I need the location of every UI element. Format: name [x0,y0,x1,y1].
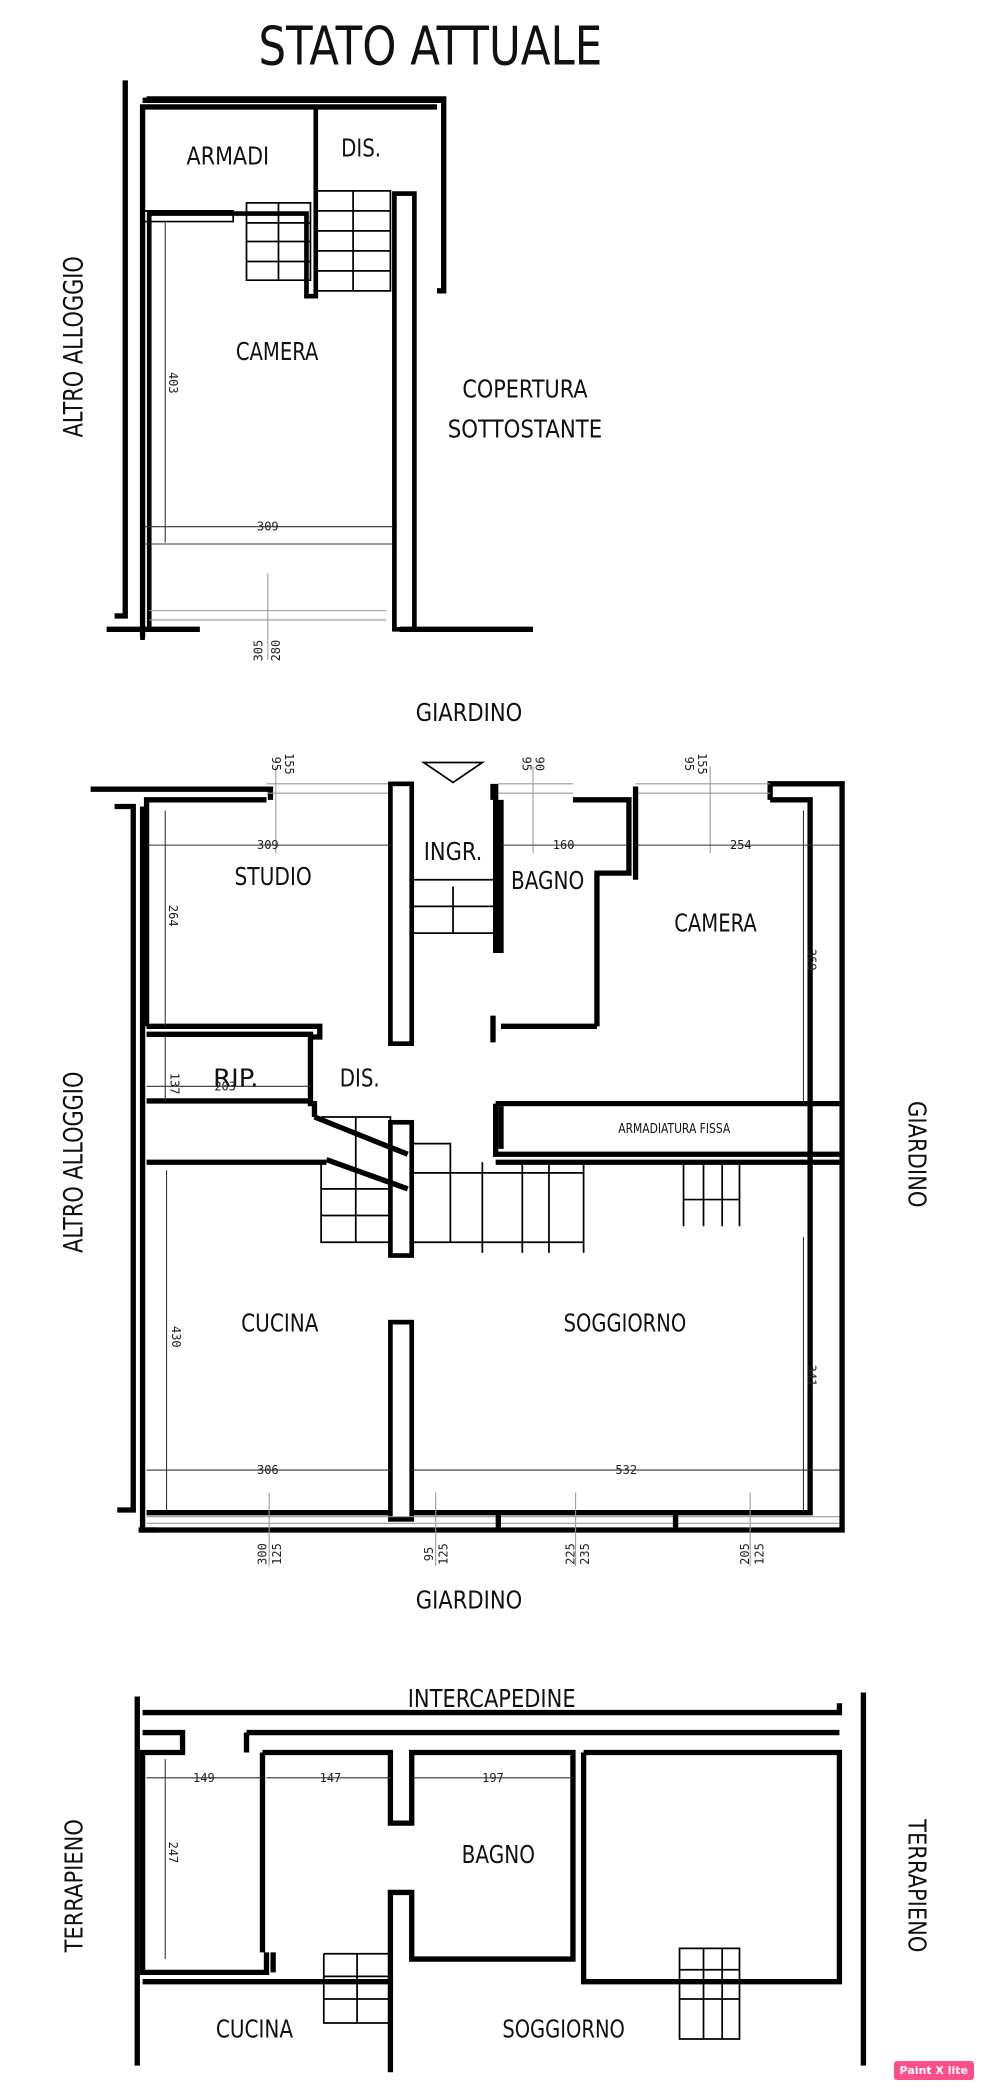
dim-upper-window-2: 280 [269,640,283,662]
dim-window-top: 95 [519,757,533,771]
room-camera-upper: CAMERA [236,337,319,366]
room-dis-upper: DIS. [341,133,381,162]
dim-rip-height: 137 [168,1073,182,1095]
label-altro-alloggio-ground: ALTRO ALLOGGIO [59,1072,90,1253]
dim-basement-h1: 247 [166,1842,180,1864]
watermark-badge: Paint X lite [893,2061,974,2080]
label-terrapieno-left: TERRAPIENO [60,1819,89,1953]
room-bagno-ground: BAGNO [511,866,584,895]
room-studio: STUDIO [235,862,312,891]
dim-studio-height: 264 [166,905,180,927]
dim-cucina-width: 306 [257,1463,279,1477]
dim-cucina-height: 430 [169,1326,183,1348]
room-cucina-ground: CUCINA [241,1308,319,1337]
dim-window-top: 155 [695,753,709,775]
dim-rip-width: 203 [214,1079,236,1093]
dim-window-bottom: 125 [437,1543,451,1565]
upper-floor-plan [106,80,533,660]
room-bagno-basement: BAGNO [462,1840,535,1869]
label-giardino-top: GIARDINO [416,698,523,727]
dim-soggiorno-width: 532 [615,1463,637,1477]
dim-camera-width: 254 [730,838,752,852]
room-ripostiglio: RIP. [213,1063,258,1092]
dim-window-bottom: 125 [270,1543,284,1565]
dim-soggiorno-height: 341 [804,1365,818,1387]
dim-window-bottom: 225 [563,1543,577,1565]
room-soggiorno-basement: SOGGIORNO [502,2015,625,2044]
dim-window-bottom: 300 [255,1543,269,1565]
label-copertura: COPERTURA [462,374,588,403]
label-armadiatura-fissa: ARMADIATURA FISSA [618,1122,730,1137]
ground-floor-plan [90,766,845,1566]
room-camera-ground: CAMERA [674,909,757,938]
entrance-arrow-icon [420,761,486,784]
room-armadi: ARMADI [187,141,270,170]
label-sottostante: SOTTOSTANTE [448,414,603,443]
room-dis-ground: DIS. [340,1063,380,1092]
dim-window-bottom: 235 [578,1543,592,1565]
dim-basement-w3: 197 [482,1771,504,1785]
dim-basement-w1: 149 [193,1771,215,1785]
dim-bagno-width: 160 [553,838,575,852]
dim-studio-width: 309 [257,838,279,852]
room-ingresso: INGR. [424,837,483,866]
dim-window-top: 95 [269,757,283,771]
dim-camera-height: 369 [804,949,818,971]
dim-window-bottom: 125 [752,1543,766,1565]
dim-window-bottom: 205 [738,1543,752,1565]
label-intercapedine: INTERCAPEDINE [408,1684,576,1713]
basement-plan [134,1692,867,2073]
plan-title: STATO ATTUALE [258,15,602,77]
dim-window-top: 155 [282,753,296,775]
dim-upper-width: 309 [257,520,279,534]
dim-window-top: 95 [682,757,696,771]
room-soggiorno-ground: SOGGIORNO [564,1308,687,1337]
label-altro-alloggio-upper: ALTRO ALLOGGIO [59,256,90,437]
dim-basement-w2: 147 [320,1771,342,1785]
room-cucina-basement: CUCINA [216,2015,294,2044]
label-giardino-right: GIARDINO [903,1101,932,1208]
dim-window-bottom: 95 [422,1547,436,1561]
dim-upper-window-1: 305 [251,640,265,662]
dim-upper-height: 403 [166,372,180,394]
dim-window-top: 90 [533,757,547,771]
label-giardino-bottom: GIARDINO [416,1586,523,1615]
label-terrapieno-right: TERRAPIENO [903,1818,932,1952]
